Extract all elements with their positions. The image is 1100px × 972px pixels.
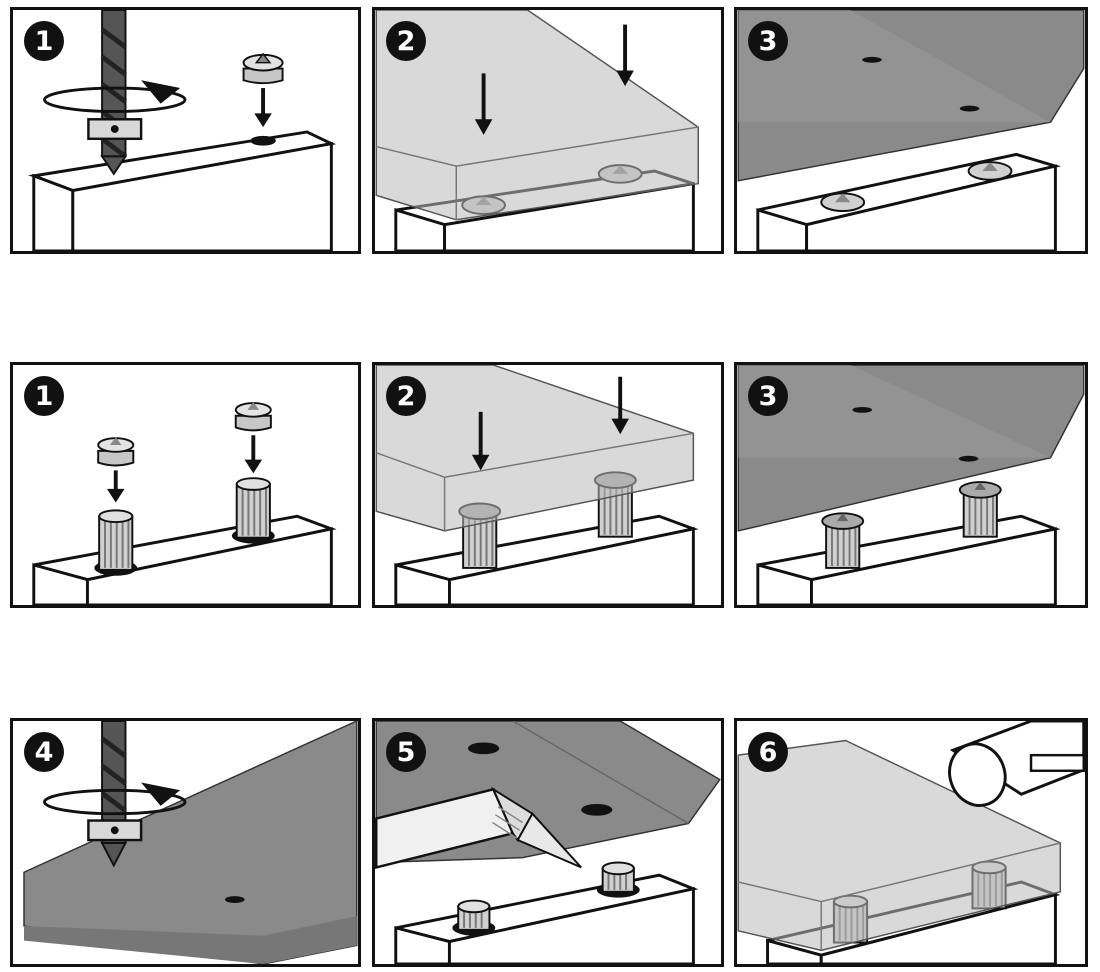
step-badge: 5 [386, 732, 426, 772]
rotation-arrowhead [141, 80, 181, 104]
panel-row2-step1: 1 [10, 362, 361, 608]
board-side-face [85, 527, 333, 605]
rotation-arrow-icon [43, 86, 187, 113]
marked-board-icon [23, 721, 358, 964]
down-arrow-icon [471, 376, 629, 471]
center-mark-icon [862, 56, 882, 63]
step-badge: 1 [24, 376, 64, 416]
fluted-dowel-icon [94, 509, 138, 576]
panel-row3-step5: 5 [372, 718, 724, 967]
panel-row1-step1: 1 [10, 7, 361, 254]
step-badge: 1 [24, 21, 64, 61]
step-badge: 3 [748, 376, 788, 416]
board-front-face [756, 208, 809, 251]
board-side-face [447, 527, 695, 605]
board-front-face [756, 563, 813, 605]
mallet-icon [948, 721, 1085, 807]
board-front-face [766, 938, 823, 964]
center-mark-icon [958, 455, 979, 462]
fluted-dowel-icon [821, 481, 1002, 569]
board-side-face [71, 141, 333, 251]
board-front-face [394, 208, 447, 251]
scene-apply-glue [375, 721, 721, 964]
scene-press-board-onto-dowels [375, 365, 699, 605]
fluted-dowel-icon [452, 861, 640, 936]
scene-marked-board-lifted [737, 365, 1085, 605]
drilled-hole-icon [581, 803, 613, 816]
board-side-face [447, 887, 695, 964]
down-arrow-icon [106, 435, 263, 503]
panel-row3-step4: 4 [10, 718, 361, 967]
board-side-face [819, 892, 1057, 964]
drill-bit-icon [100, 721, 128, 868]
scene-marked-board-lifted [737, 10, 1085, 251]
scene-insert-points-into-dowels [32, 402, 337, 605]
rotation-arrow-icon [43, 788, 187, 816]
drilled-hole-icon [250, 135, 276, 146]
dowel-center-point-icon [97, 402, 272, 467]
drilled-hole-icon [467, 742, 500, 755]
scene-drill-marked-board [23, 721, 358, 964]
step-badge: 2 [386, 376, 426, 416]
step-badge: 2 [386, 21, 426, 61]
panel-row1-step2: 2 [372, 7, 724, 254]
panel-row3-step6: 6 [734, 718, 1088, 967]
scene-hammer-assemble [737, 721, 1085, 964]
glue-bottle-icon [375, 786, 582, 869]
drill-bit-icon [100, 10, 128, 176]
board-front-face [394, 926, 451, 964]
center-mark-icon [852, 406, 872, 413]
dowel-center-point-icon [820, 161, 1013, 212]
center-mark-icon [225, 896, 245, 904]
scene-press-board-onto-points [375, 10, 699, 251]
board-front-face [32, 563, 89, 605]
board-side-face [810, 527, 1057, 605]
down-arrow-icon [474, 24, 634, 135]
board-side-face [805, 164, 1057, 251]
panel-row2-step3: 3 [734, 362, 1088, 608]
translucent-board-icon [375, 365, 695, 532]
down-arrow-icon [254, 88, 272, 128]
step-badge: 4 [24, 732, 64, 772]
board-front-face [394, 563, 451, 605]
fluted-dowel-icon [231, 477, 275, 544]
step-badge: 6 [748, 732, 788, 772]
translucent-board-icon [737, 739, 1062, 952]
scene-drill-hole-insert-point [28, 10, 337, 251]
rotation-arrowhead [141, 782, 181, 806]
step-badge: 3 [748, 21, 788, 61]
panel-row1-step3: 3 [734, 7, 1088, 254]
board-front-face [32, 173, 75, 251]
center-mark-icon [959, 105, 980, 112]
panel-row2-step2: 2 [372, 362, 724, 608]
dowel-center-point-icon [242, 52, 284, 85]
